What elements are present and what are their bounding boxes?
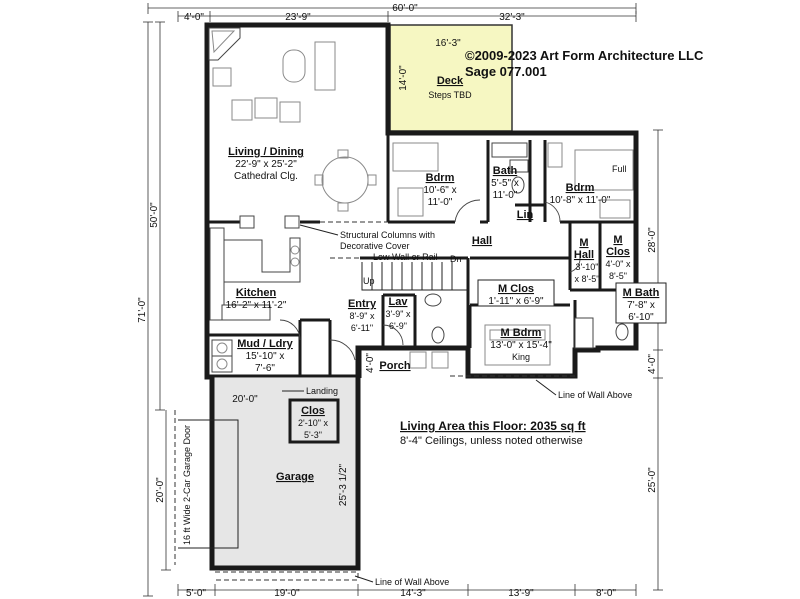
bdrm1-dims2: 11'-0" [428,197,453,208]
dim-bottom-e: 8'-0" [596,588,616,599]
bdrm2-name: Bdrm [566,182,595,194]
clos-dims1: 2'-10" x [298,418,328,428]
mclos-small-name1: M [613,234,622,246]
bdrm1-name: Bdrm [426,172,455,184]
dn-label: Dn [450,254,462,264]
ceilings-text: 8'-4" Ceilings, unless noted otherwise [400,435,583,447]
dim-bottom-c: 14'-3" [400,588,426,599]
wall-above-label-1: Line of Wall Above [558,390,632,400]
clos-name: Clos [301,405,325,417]
lav-dims2: 6'-9" [389,321,407,331]
dim-left-upper: 50'-0" [149,202,160,228]
dim-bottom-d: 13'-9" [508,588,534,599]
plan-name: Sage 077.001 [465,64,547,79]
mhall-dims1: 3'-10" [576,262,599,272]
structural-label-2: Decorative Cover [340,241,410,251]
door-swings [279,199,581,361]
dim-right-b: 4'-0" [647,354,658,374]
furniture [178,27,634,549]
mhall-name1: M [579,237,588,249]
mhall-name2: Hall [574,249,594,261]
dim-top-c: 32'-3" [499,12,525,23]
mclos-small-dims2: 8'-5" [609,271,627,281]
room-labels: Living / Dining 22'-9" x 25'-2" Cathedra… [226,75,667,483]
living-name: Living / Dining [228,146,304,158]
deck-note: Steps TBD [428,90,472,100]
mbdrm-name: M Bdrm [501,327,542,339]
king-bed-label: King [512,352,530,362]
porch-name: Porch [379,360,410,372]
mclos-name: M Clos [498,283,534,295]
mud-dims2: 7'-6" [255,363,275,374]
dim-porch-depth: 4'-0" [365,353,376,373]
structural-label-1: Structural Columns with [340,230,435,240]
bath-name: Bath [493,165,518,177]
clos-dims2: 5'-3" [304,430,322,440]
mclos-dims: 1'-11" x 6'-9" [488,296,544,307]
bdrm1-dims1: 10'-6" x [423,185,456,196]
dim-top-b: 23'-9" [285,12,311,23]
mbdrm-dims: 13'-0" x 15'-4" [490,340,552,351]
mhall-dims2: x 8'-5" [575,274,600,284]
copyright-text: ©2009-2023 Art Form Architecture LLC [465,48,704,63]
dim-garage-width: 20'-0" [232,394,258,405]
dim-left-total: 71'-0" [137,297,148,323]
dim-bottom-a: 5'-0" [186,588,206,599]
dim-garage-depth: 25'-3 1/2" [338,463,349,506]
mbath-dims2: 6'-10" [628,312,654,323]
living-area-text: Living Area this Floor: 2035 sq ft [400,419,586,433]
entry-dims2: 6'-11" [351,323,373,333]
garage-door-label: 16 ft Wide 2-Car Garage Door [182,425,192,545]
dim-top-total: 60'-0" [392,3,418,14]
dashed-lines [174,221,575,581]
kitchen-name: Kitchen [236,287,277,299]
entry-name: Entry [348,298,377,310]
garage-name: Garage [276,471,314,483]
dim-bottom-b: 19'-0" [274,588,300,599]
dim-deck-depth: 14'-0" [398,65,409,91]
lav-name: Lav [389,296,409,308]
living-dims: 22'-9" x 25'-2" [235,159,297,170]
mclos-small-name2: Clos [606,246,630,258]
deck-name: Deck [437,75,464,87]
living-note: Cathedral Clg. [234,171,298,182]
wall-above-label-2: Line of Wall Above [375,577,449,587]
landing-label: Landing [306,386,338,396]
up-label: Up [363,276,375,286]
dim-right-c: 25'-0" [647,467,658,493]
full-bed-label: Full [612,164,627,174]
bdrm2-dims: 10'-8" x 11'-0" [550,195,611,206]
mud-dims1: 15'-10" x [246,351,285,362]
bath-dims1: 5'-5" x [491,178,519,189]
dim-top-a: 4'-0" [184,12,204,23]
mbath-dims1: 7'-8" x [627,300,655,311]
mclos-small-dims1: 4'-0" x [606,259,631,269]
dim-left-lower: 20'-0" [155,477,166,503]
entry-dims1: 8'-9" x [350,311,375,321]
mbath-name: M Bath [623,287,660,299]
interior-walls [207,133,636,444]
garage-floor [212,378,358,568]
dim-deck-width: 16'-3" [435,38,461,49]
dimension-text: 60'-0" 4'-0" 23'-9" 32'-3" 71'-0" 50'-0"… [137,3,658,599]
lowwall-label: Low Wall or Rail [373,252,438,262]
mud-name: Mud / Ldry [237,338,293,350]
kitchen-dims: 16'-2" x 11'-2" [226,300,287,311]
annotations: Structural Columns with Decorative Cover… [182,224,632,587]
dim-right-a: 28'-0" [647,227,658,253]
bath-dims2: 11'-0" [493,190,518,201]
deck-area [389,24,513,132]
lav-dims1: 3'-9" x [386,309,411,319]
hall-name: Hall [472,235,492,247]
lin-name: Lin [517,209,534,221]
